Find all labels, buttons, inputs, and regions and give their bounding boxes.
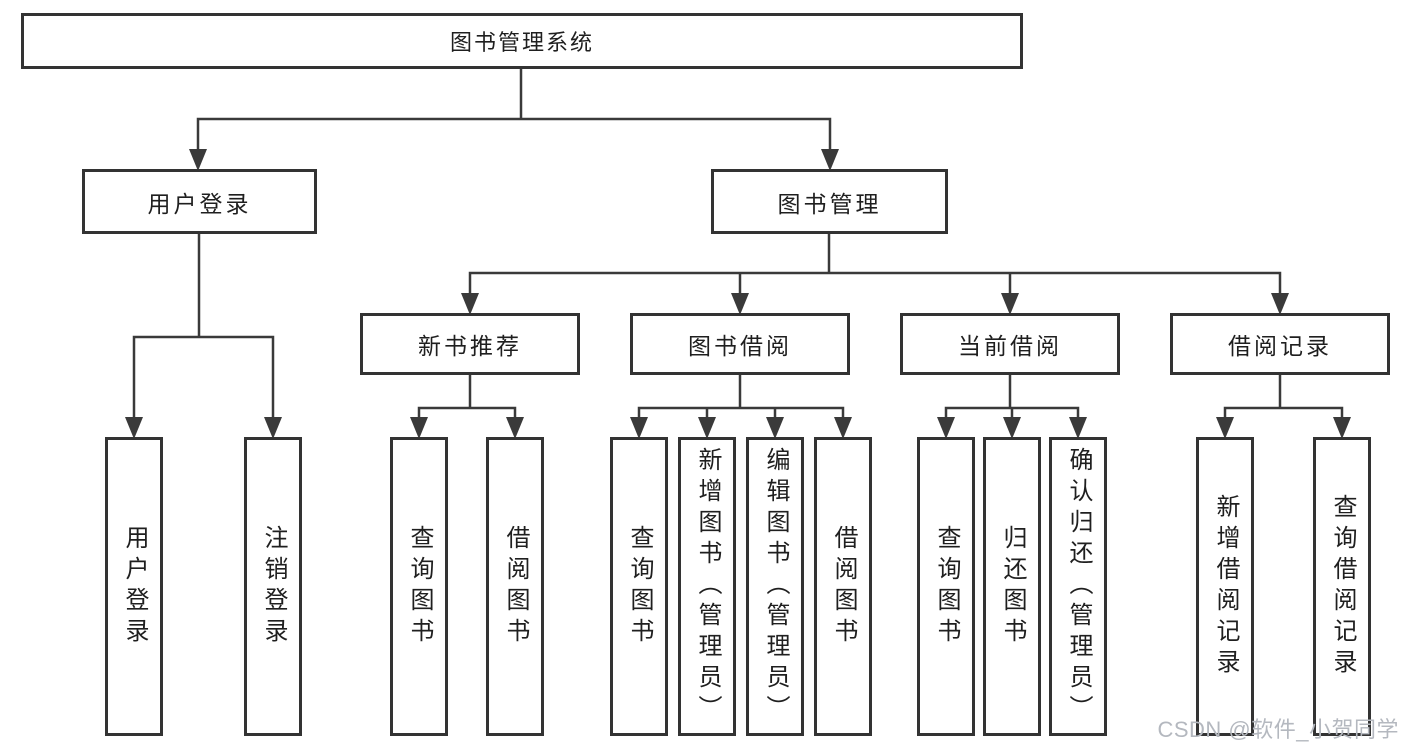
leaf-add-borrowing-record: 新增借阅记录 [1196, 437, 1254, 736]
watermark: CSDN @软件_小贺同学 [1157, 717, 1399, 742]
leaf-borrow-books-recommend: 借阅图书 [486, 437, 544, 736]
borrowing-fork [637, 406, 845, 428]
leaf-borrow-books-borrowing: 借阅图书 [814, 437, 872, 736]
leaf-query-books-current: 查询图书 [917, 437, 975, 736]
user-login-fork [132, 335, 275, 428]
arrowhead [1271, 293, 1289, 315]
arrowhead [698, 417, 716, 439]
leaf-confirm-return-admin: 确认归还（管理员） [1049, 437, 1107, 736]
arrowhead [506, 417, 524, 439]
arrowhead [731, 293, 749, 315]
leaf-edit-books-admin: 编辑图书（管理员） [746, 437, 804, 736]
leaf-query-books-recommend: 查询图书 [390, 437, 448, 736]
node-library-management-system: 图书管理系统 [21, 13, 1023, 69]
arrowhead [1069, 417, 1087, 439]
arrowhead [1333, 417, 1351, 439]
arrowhead [630, 417, 648, 439]
leaf-query-books-borrowing: 查询图书 [610, 437, 668, 736]
arrowhead [834, 417, 852, 439]
recommend-fork [417, 406, 517, 428]
arrowhead [410, 417, 428, 439]
records-fork [1223, 406, 1344, 428]
arrowhead [461, 293, 479, 315]
arrowhead [125, 417, 143, 439]
arrowheads [125, 149, 1351, 439]
leaf-add-books-admin: 新增图书（管理员） [678, 437, 736, 736]
node-new-book-recommendation: 新书推荐 [360, 313, 580, 375]
arrowhead [937, 417, 955, 439]
arrowhead [264, 417, 282, 439]
leaf-user-login: 用户登录 [105, 437, 163, 736]
level3-stems [468, 375, 1282, 408]
arrowhead [1216, 417, 1234, 439]
book-management-fork [468, 271, 1282, 303]
node-current-borrowing: 当前借阅 [900, 313, 1120, 375]
leaf-logout-login: 注销登录 [244, 437, 302, 736]
root-fork [196, 117, 832, 158]
leaf-return-books: 归还图书 [983, 437, 1041, 736]
arrowhead [1003, 417, 1021, 439]
node-book-borrowing: 图书借阅 [630, 313, 850, 375]
node-borrowing-records: 借阅记录 [1170, 313, 1390, 375]
arrowhead [189, 149, 207, 171]
node-user-login: 用户登录 [82, 169, 317, 234]
arrowhead [1001, 293, 1019, 315]
node-book-management: 图书管理 [711, 169, 948, 234]
arrowhead [766, 417, 784, 439]
arrowhead [821, 149, 839, 171]
leaf-query-borrowing-record: 查询借阅记录 [1313, 437, 1371, 736]
